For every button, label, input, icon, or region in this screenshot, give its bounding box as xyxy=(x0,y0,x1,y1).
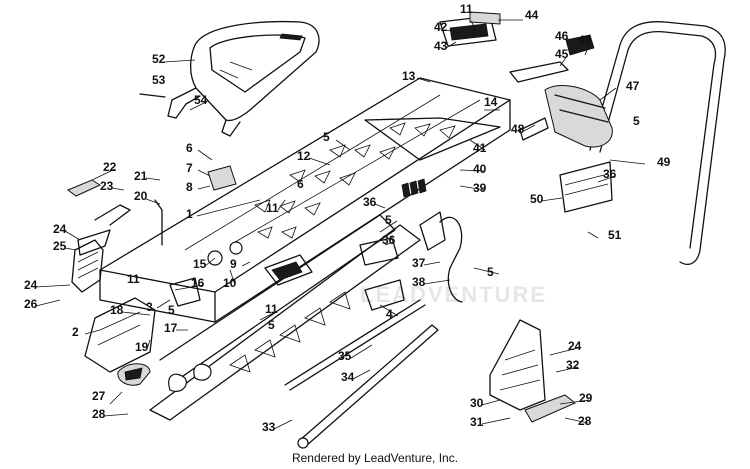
callout-2: 2 xyxy=(72,325,79,339)
callout-5: 5 xyxy=(633,114,640,128)
callout-16: 16 xyxy=(191,276,205,290)
callout-47: 47 xyxy=(626,79,640,93)
callout-5: 5 xyxy=(168,303,175,317)
callout-4: 4 xyxy=(386,307,393,321)
callout-46: 46 xyxy=(555,29,569,43)
callout-53: 53 xyxy=(152,73,166,87)
callout-9: 9 xyxy=(230,257,237,271)
callout-11: 11 xyxy=(460,2,473,16)
callout-25: 25 xyxy=(53,239,67,253)
callout-35: 35 xyxy=(338,349,352,363)
callout-28: 28 xyxy=(92,407,106,421)
callout-6: 6 xyxy=(297,177,304,191)
callout-23: 23 xyxy=(100,179,114,193)
callout-1: 1 xyxy=(186,207,193,221)
callout-6: 6 xyxy=(186,141,193,155)
leader-lines xyxy=(35,19,646,430)
callout-10: 10 xyxy=(223,276,237,290)
callout-29: 29 xyxy=(579,391,593,405)
callout-28: 28 xyxy=(578,414,592,428)
callout-24: 24 xyxy=(53,222,67,236)
callout-37: 37 xyxy=(412,256,426,270)
callout-40: 40 xyxy=(473,162,487,176)
callout-48: 48 xyxy=(578,33,592,47)
callout-5: 5 xyxy=(385,213,392,227)
callout-36: 36 xyxy=(363,195,377,209)
callout-17: 17 xyxy=(164,321,178,335)
callout-30: 30 xyxy=(470,396,484,410)
callout-24: 24 xyxy=(568,339,582,353)
callout-5: 5 xyxy=(323,130,330,144)
callout-51: 51 xyxy=(608,228,622,242)
callout-12: 12 xyxy=(297,149,311,163)
callout-8: 8 xyxy=(186,180,193,194)
callout-52: 52 xyxy=(152,52,166,66)
callout-36: 36 xyxy=(603,167,617,181)
callout-36: 36 xyxy=(382,233,396,247)
small-brackets xyxy=(67,179,163,293)
hooks xyxy=(419,211,463,303)
callout-5: 5 xyxy=(487,265,494,279)
left-side-panel xyxy=(84,297,156,386)
callout-34: 34 xyxy=(341,370,355,384)
callout-11: 11 xyxy=(265,302,278,316)
callout-45: 45 xyxy=(555,47,569,61)
callout-48: 48 xyxy=(511,122,525,136)
callout-3: 3 xyxy=(146,300,153,314)
callout-31: 31 xyxy=(470,415,484,429)
callout-11: 11 xyxy=(266,201,279,215)
footrest xyxy=(489,319,576,423)
callout-21: 21 xyxy=(134,169,148,183)
callout-39: 39 xyxy=(473,181,487,195)
callout-13: 13 xyxy=(402,69,416,83)
callout-18: 18 xyxy=(110,303,124,317)
tail-bracket xyxy=(439,11,501,47)
footer-credit: Rendered by LeadVenture, Inc. xyxy=(291,451,459,465)
bars xyxy=(284,299,439,449)
callout-22: 22 xyxy=(103,160,117,174)
callout-49: 49 xyxy=(657,155,671,169)
callout-5: 5 xyxy=(268,318,275,332)
callout-32: 32 xyxy=(566,358,580,372)
tunnel xyxy=(99,77,511,323)
rear-bumper xyxy=(559,21,726,265)
callout-50: 50 xyxy=(530,192,544,206)
callout-54: 54 xyxy=(194,93,208,107)
center-components xyxy=(169,165,405,311)
callout-7: 7 xyxy=(186,161,193,175)
callout-27: 27 xyxy=(92,389,106,403)
callout-42: 42 xyxy=(434,20,448,34)
callout-44: 44 xyxy=(525,8,539,22)
callout-14: 14 xyxy=(484,95,498,109)
seat xyxy=(139,20,320,137)
running-board xyxy=(149,214,421,421)
callout-19: 19 xyxy=(135,340,149,354)
callout-26: 26 xyxy=(24,297,38,311)
watermark: LEADVENTURE xyxy=(360,282,547,307)
callout-38: 38 xyxy=(412,275,426,289)
callout-11: 11 xyxy=(127,272,140,286)
callout-33: 33 xyxy=(262,420,276,434)
callout-15: 15 xyxy=(193,257,207,271)
callout-43: 43 xyxy=(434,39,448,53)
callout-41: 41 xyxy=(473,141,487,155)
callout-20: 20 xyxy=(134,189,148,203)
callout-24: 24 xyxy=(24,278,38,292)
